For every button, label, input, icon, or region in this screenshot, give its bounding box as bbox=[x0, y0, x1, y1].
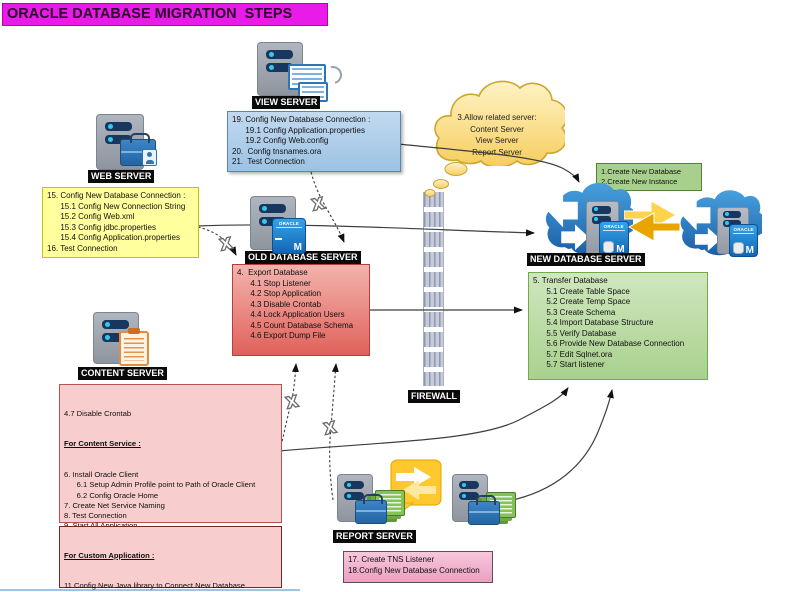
badge-divider bbox=[602, 229, 625, 231]
database-cylinder-icon bbox=[602, 241, 614, 254]
oracle-badge-text: ORACLE bbox=[278, 221, 300, 226]
web-server-steps-box: 15. Config New Database Connection : 15.… bbox=[42, 187, 199, 258]
blocked-x-icon: X bbox=[219, 235, 232, 254]
right-arrow-icon bbox=[561, 224, 589, 251]
server-slot bbox=[591, 216, 612, 225]
web-server-label: WEB SERVER bbox=[88, 170, 155, 183]
id-badge-icon bbox=[142, 149, 157, 166]
report-server-label: REPORT SERVER bbox=[333, 530, 416, 543]
oracle-mysql-badge-icon: ORACLE M bbox=[729, 223, 758, 258]
old-database-server-label: OLD DATABASE SERVER bbox=[245, 251, 361, 264]
badge-dash bbox=[275, 237, 282, 240]
mysql-m-text: M bbox=[745, 245, 754, 257]
server-slot bbox=[722, 220, 742, 227]
allow-servers-thought-cloud: 3.Allow related server: Content Server V… bbox=[429, 72, 565, 166]
sync-double-arrow-icon bbox=[624, 200, 680, 242]
oracle-badge-text: ORACLE bbox=[603, 223, 624, 229]
new-database-server-label: NEW DATABASE SERVER bbox=[527, 253, 645, 266]
view-server-steps-box: 19. Config New Database Connection : 19.… bbox=[227, 111, 401, 172]
server-slot bbox=[266, 50, 293, 59]
server-slot bbox=[259, 204, 286, 213]
content-server-steps-box: 4.7 Disable Crontab For Content Service … bbox=[59, 384, 282, 571]
server-slot bbox=[722, 211, 742, 219]
server-slot bbox=[591, 206, 612, 215]
dashed-content-to-olddb bbox=[280, 363, 299, 447]
custom-app-steps: 11.Config New Java library to Connect Ne… bbox=[64, 581, 245, 592]
dashed-view-to-olddb bbox=[310, 171, 345, 243]
line-report-to-transfer bbox=[496, 389, 614, 504]
page-title: ORACLE DATABASE MIGRATION STEPS bbox=[2, 3, 328, 26]
clipboard-icon bbox=[119, 328, 149, 366]
toolbox-icon bbox=[468, 495, 500, 525]
blocked-x-icon: X bbox=[311, 195, 324, 214]
firewall-label: FIREWALL bbox=[408, 390, 460, 403]
server-slot bbox=[102, 333, 129, 342]
oracle-mysql-badge-icon: ORACLE M bbox=[272, 218, 306, 254]
dashed-report-to-olddb bbox=[329, 363, 339, 501]
firewall-wall-icon bbox=[423, 192, 444, 386]
transfer-database-steps-box: 5. Transfer Database 5.1 Create Table Sp… bbox=[528, 272, 708, 380]
content-step-line: 4.7 Disable Crontab bbox=[64, 408, 132, 418]
left-arrow-icon bbox=[682, 200, 711, 231]
server-slot bbox=[459, 492, 479, 500]
server-slot bbox=[344, 492, 364, 500]
server-slot bbox=[105, 122, 132, 131]
allow-servers-note: 3.Allow related server: Content Server V… bbox=[457, 113, 537, 157]
server-slot bbox=[344, 481, 364, 489]
create-database-note-box: 1.Create New Database 2.Create New Insta… bbox=[596, 163, 702, 191]
blocked-x-icon: X bbox=[285, 393, 298, 412]
oracle-badge-text: ORACLE bbox=[733, 226, 754, 232]
mysql-m-text: M bbox=[293, 242, 302, 253]
badge-divider bbox=[733, 232, 754, 234]
blocked-x-icon: X bbox=[323, 419, 336, 438]
mysql-m-text: M bbox=[616, 244, 625, 256]
custom-app-heading: For Custom Application : bbox=[64, 550, 155, 560]
dashed-web-to-olddb bbox=[197, 226, 237, 256]
custom-application-steps-box: For Custom Application : 11.Config New J… bbox=[59, 526, 282, 592]
toolbox-icon bbox=[355, 494, 387, 524]
server-slot bbox=[459, 481, 479, 489]
left-arrow-icon bbox=[547, 193, 578, 228]
view-server-label: VIEW SERVER bbox=[252, 96, 321, 109]
oracle-mysql-badge-icon: ORACLE M bbox=[598, 220, 629, 257]
content-service-heading: For Content Service : bbox=[64, 439, 141, 449]
new-database-cloud-icon: ORACLE M bbox=[676, 184, 762, 260]
content-server-label: CONTENT SERVER bbox=[78, 367, 167, 380]
export-database-steps-box: 4. Export Database 4.1 Stop Listener 4.2… bbox=[232, 264, 370, 356]
database-cylinder-icon bbox=[733, 242, 745, 255]
badge-divider bbox=[276, 227, 302, 228]
server-slot bbox=[102, 320, 129, 329]
report-server-steps-box: 17. Create TNS Listener 18.Config New Da… bbox=[343, 551, 493, 583]
server-slot bbox=[105, 135, 132, 144]
server-slot bbox=[266, 63, 293, 72]
line-webserver-to-newdb bbox=[196, 224, 535, 237]
right-arrow-icon bbox=[694, 227, 721, 252]
bottom-edge-line bbox=[0, 589, 300, 591]
new-database-cloud-icon: ORACLE M bbox=[541, 176, 633, 260]
